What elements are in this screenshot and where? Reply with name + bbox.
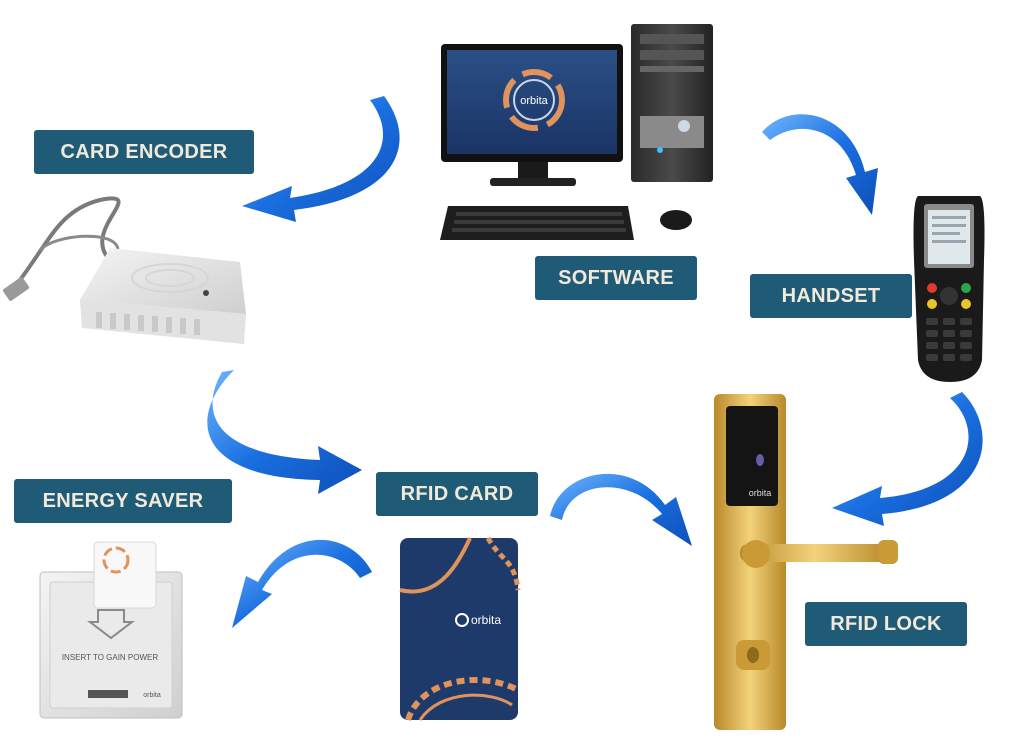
- arrow-software-to-encoder: [242, 96, 400, 222]
- energy-saver-insert-text: INSERT TO GAIN POWER: [62, 653, 159, 662]
- lock-brand-text: orbita: [749, 488, 772, 498]
- label-software: SOFTWARE: [535, 256, 697, 300]
- arrow-rfid-card-to-lock: [550, 473, 692, 546]
- label-rfid-lock: RFID LOCK: [805, 602, 967, 646]
- label-card-encoder: CARD ENCODER: [34, 130, 254, 174]
- rfid-card-illustration: orbita: [399, 536, 521, 722]
- rfid-lock-illustration: orbita: [714, 394, 898, 730]
- arrow-software-to-handset: [762, 114, 878, 215]
- card-encoder-illustration: [2, 196, 246, 344]
- label-energy-saver: ENERGY SAVER: [14, 479, 232, 523]
- handset-illustration: [913, 196, 985, 382]
- monitor-brand-text: orbita: [520, 95, 548, 107]
- arrow-rfid-card-to-energy-saver: [232, 539, 372, 628]
- energy-saver-brand-text: orbita: [143, 692, 161, 699]
- computer-illustration: orbita: [440, 24, 713, 240]
- label-handset: HANDSET: [750, 274, 912, 318]
- energy-saver-illustration: INSERT TO GAIN POWER orbita: [39, 541, 183, 719]
- arrow-handset-to-lock: [832, 392, 983, 526]
- arrow-encoder-to-rfid-card: [207, 370, 362, 494]
- label-rfid-card: RFID CARD: [376, 472, 538, 516]
- card-brand-text: orbita: [471, 613, 501, 627]
